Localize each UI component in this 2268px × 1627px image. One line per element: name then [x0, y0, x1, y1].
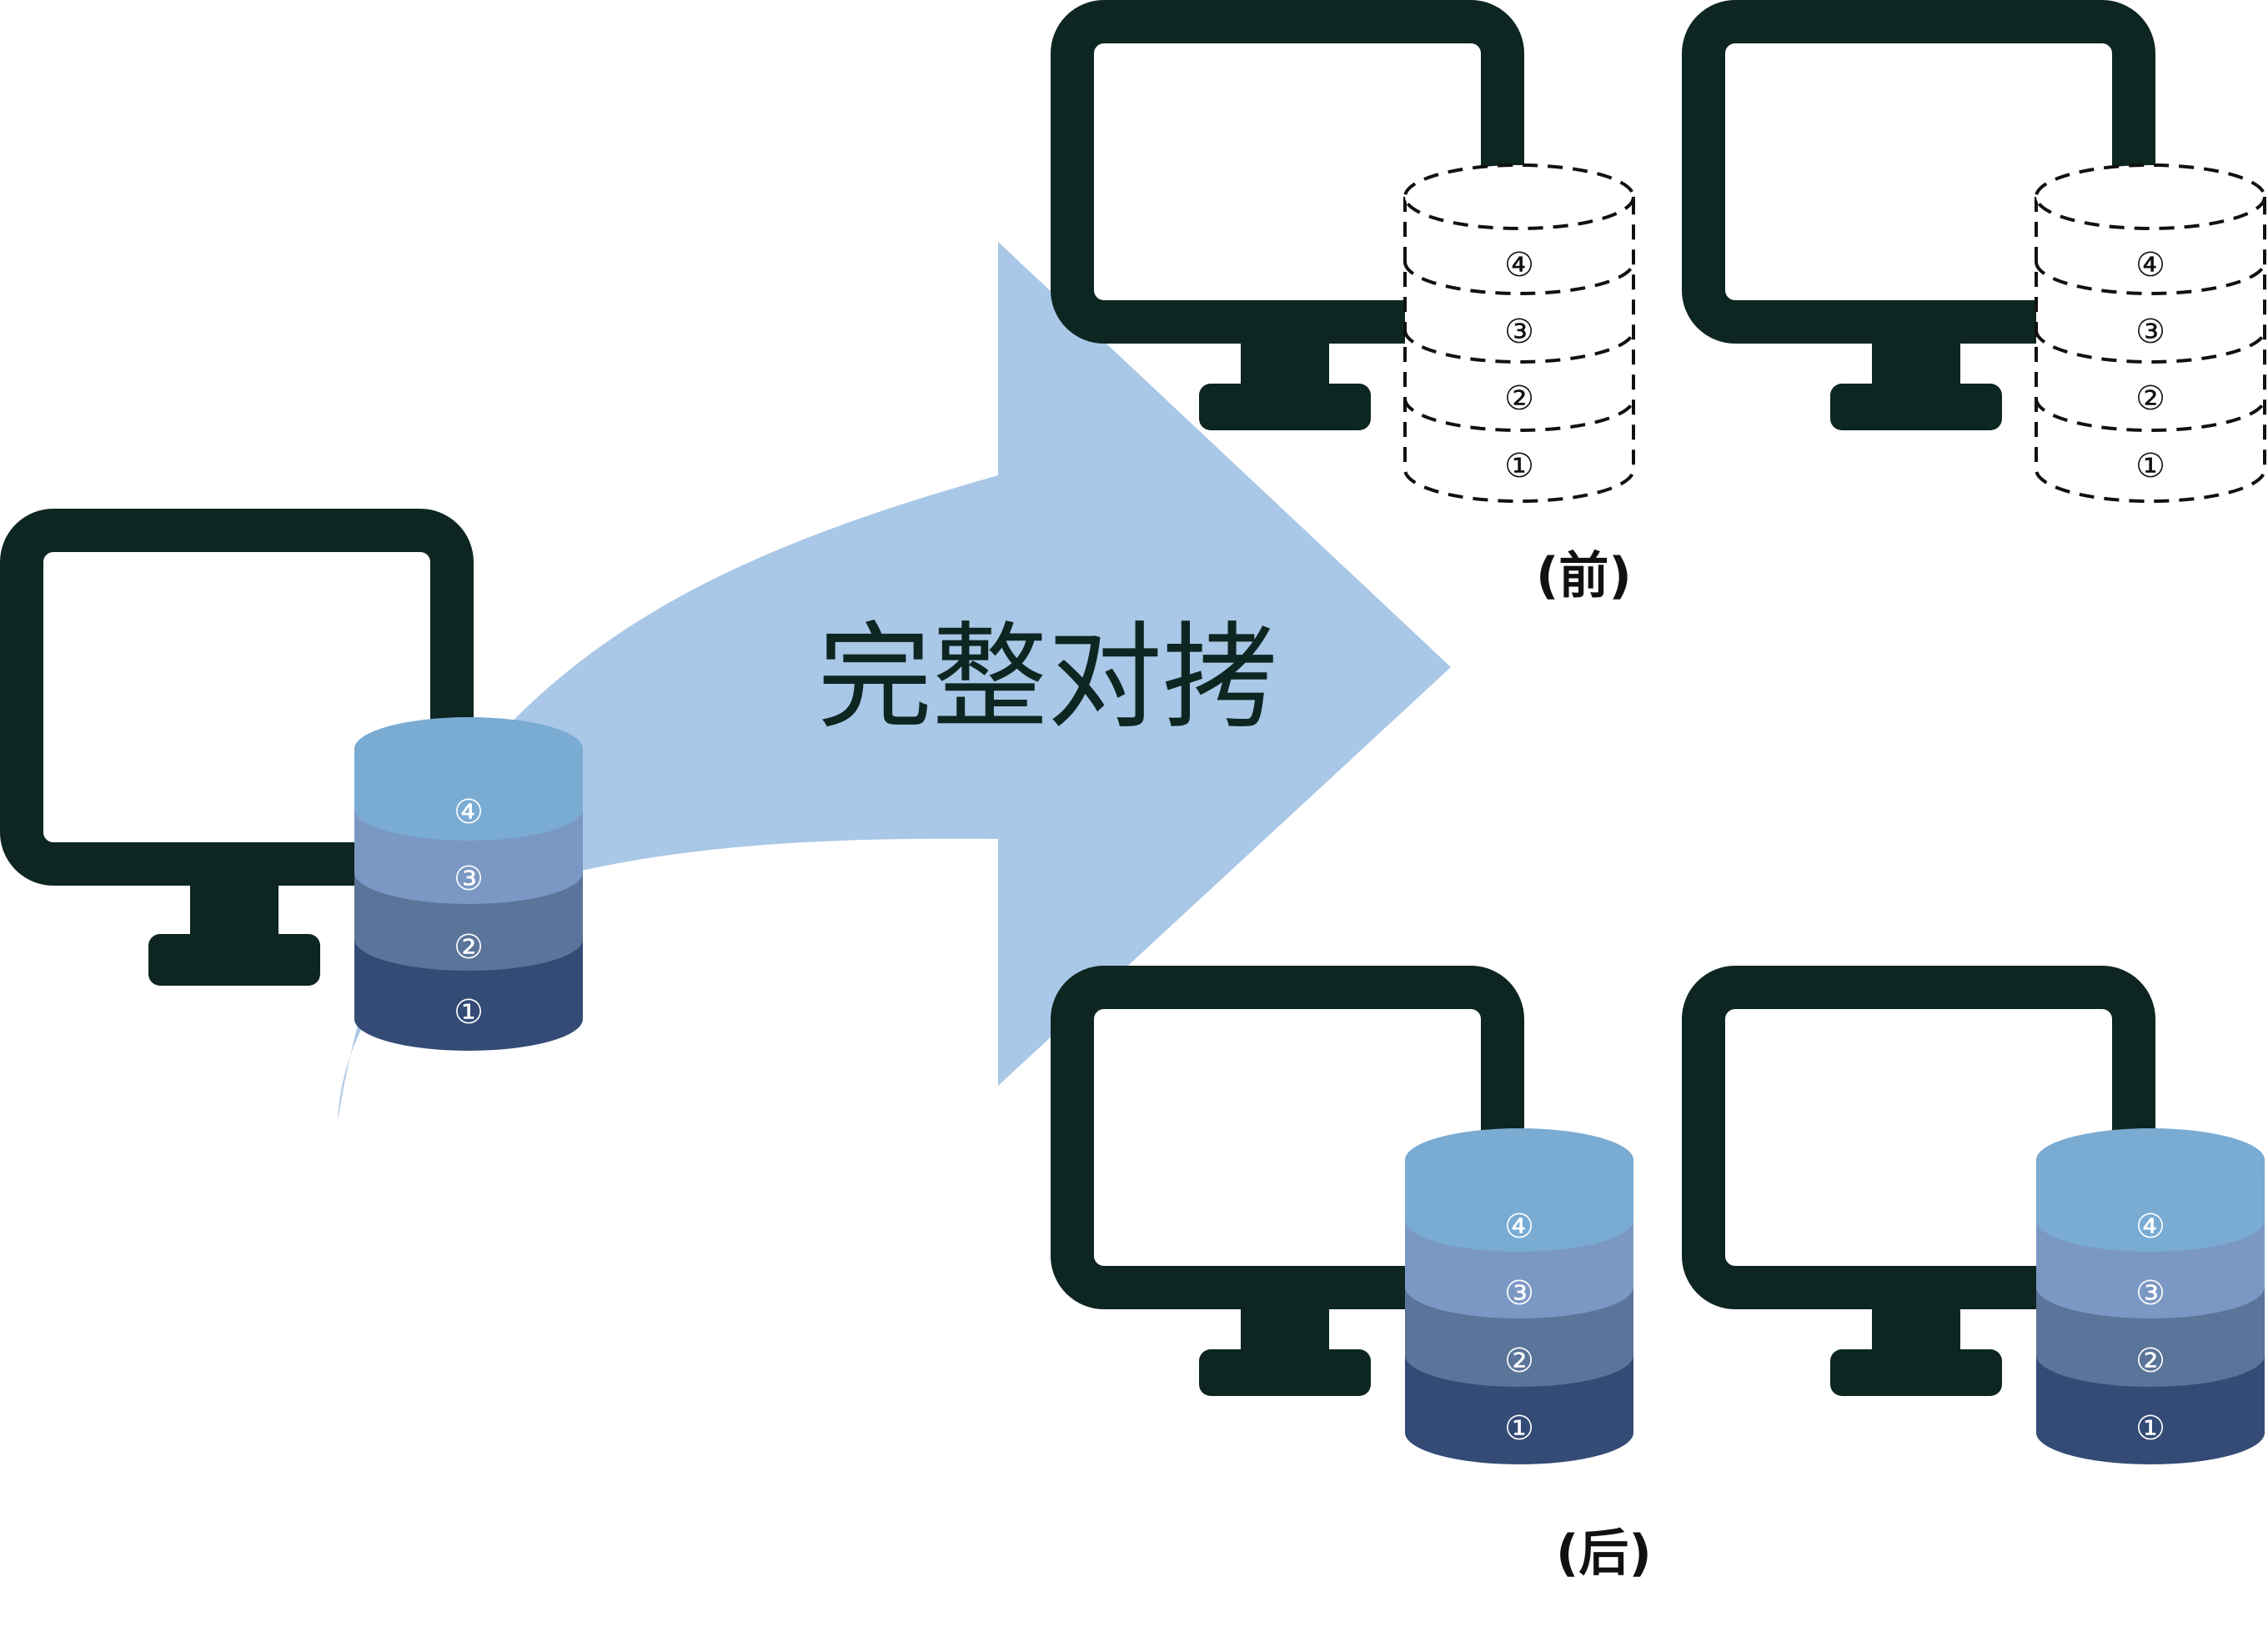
- before-caption: (前): [1536, 547, 1632, 605]
- layer-label-1: ①: [454, 993, 484, 1032]
- layer-label-2: ②: [454, 928, 484, 967]
- source-computer: ④ ③ ② ①: [0, 509, 583, 1051]
- monitor-icon: [0, 509, 474, 986]
- layer-label-3: ③: [2135, 1274, 2165, 1313]
- layer-label-4: ④: [1504, 246, 1534, 284]
- layer-label-2: ②: [1504, 379, 1534, 418]
- arrow-label: 完整对拷: [817, 610, 1277, 745]
- monitor-icon: [1051, 0, 1524, 430]
- layer-label-2: ②: [2135, 379, 2165, 418]
- layer-label-2: ②: [1504, 1342, 1534, 1380]
- layer-label-4: ④: [1504, 1208, 1534, 1246]
- before-computer-1: ④ ③ ② ①: [1051, 0, 1635, 503]
- layer-label-2: ②: [2135, 1342, 2165, 1380]
- layer-label-4: ④: [2135, 1208, 2165, 1246]
- database-icon: ④ ③ ② ①: [2036, 1128, 2265, 1464]
- full-copy-arrow: [338, 242, 1451, 1122]
- layer-label-3: ③: [1504, 313, 1534, 351]
- layer-label-3: ③: [1504, 1274, 1534, 1313]
- database-icon: ④ ③ ② ①: [2035, 163, 2266, 503]
- database-icon: ④ ③ ② ①: [354, 717, 583, 1051]
- layer-label-4: ④: [2135, 246, 2165, 284]
- layer-label-4: ④: [454, 793, 484, 831]
- after-computer-1: ④ ③ ② ①: [1051, 966, 1633, 1464]
- layer-label-1: ①: [1504, 1409, 1534, 1448]
- database-icon: ④ ③ ② ①: [1405, 1128, 1633, 1464]
- layer-label-1: ①: [1504, 447, 1534, 485]
- after-caption: (后): [1556, 1524, 1652, 1583]
- layer-label-3: ③: [2135, 313, 2165, 351]
- before-computer-2: ④ ③ ② ①: [1682, 0, 2266, 503]
- layer-label-1: ①: [2135, 1409, 2165, 1448]
- layer-label-1: ①: [2135, 447, 2165, 485]
- database-icon: ④ ③ ② ①: [1403, 163, 1635, 503]
- layer-label-3: ③: [454, 860, 484, 898]
- after-computer-2: ④ ③ ② ①: [1682, 966, 2265, 1464]
